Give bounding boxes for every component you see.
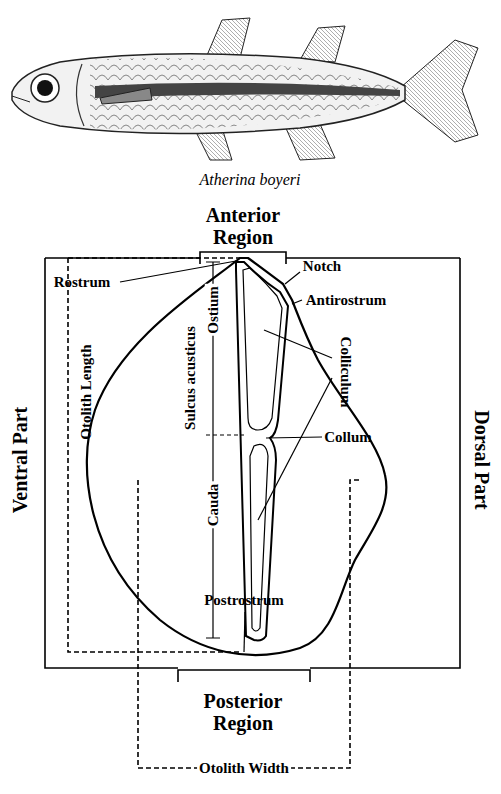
side-label: Ventral Part [9,407,31,513]
side-label: Dorsal Part [471,410,493,509]
region-label: Anterior Region [188,204,298,248]
part-label: Ostium [205,284,222,336]
part-label: Cauda [205,482,222,529]
part-label: Sulcus acusticus [182,326,199,430]
figure-caption: Atherina boyeri [200,171,301,189]
frames [45,252,460,768]
dimension-label: Otolith Length [78,344,95,439]
part-label: Collum [324,429,372,446]
part-label: Antirostrum [306,292,387,309]
dimension-label: Otolith Width [197,760,291,777]
part-label: Postrostrum [204,592,284,609]
part-label: Rostrum [54,274,111,291]
part-label: Notch [303,258,341,275]
fish-drawing [12,18,478,160]
region-label: Posterior Region [188,690,298,734]
part-label: Colliculum [338,337,355,408]
